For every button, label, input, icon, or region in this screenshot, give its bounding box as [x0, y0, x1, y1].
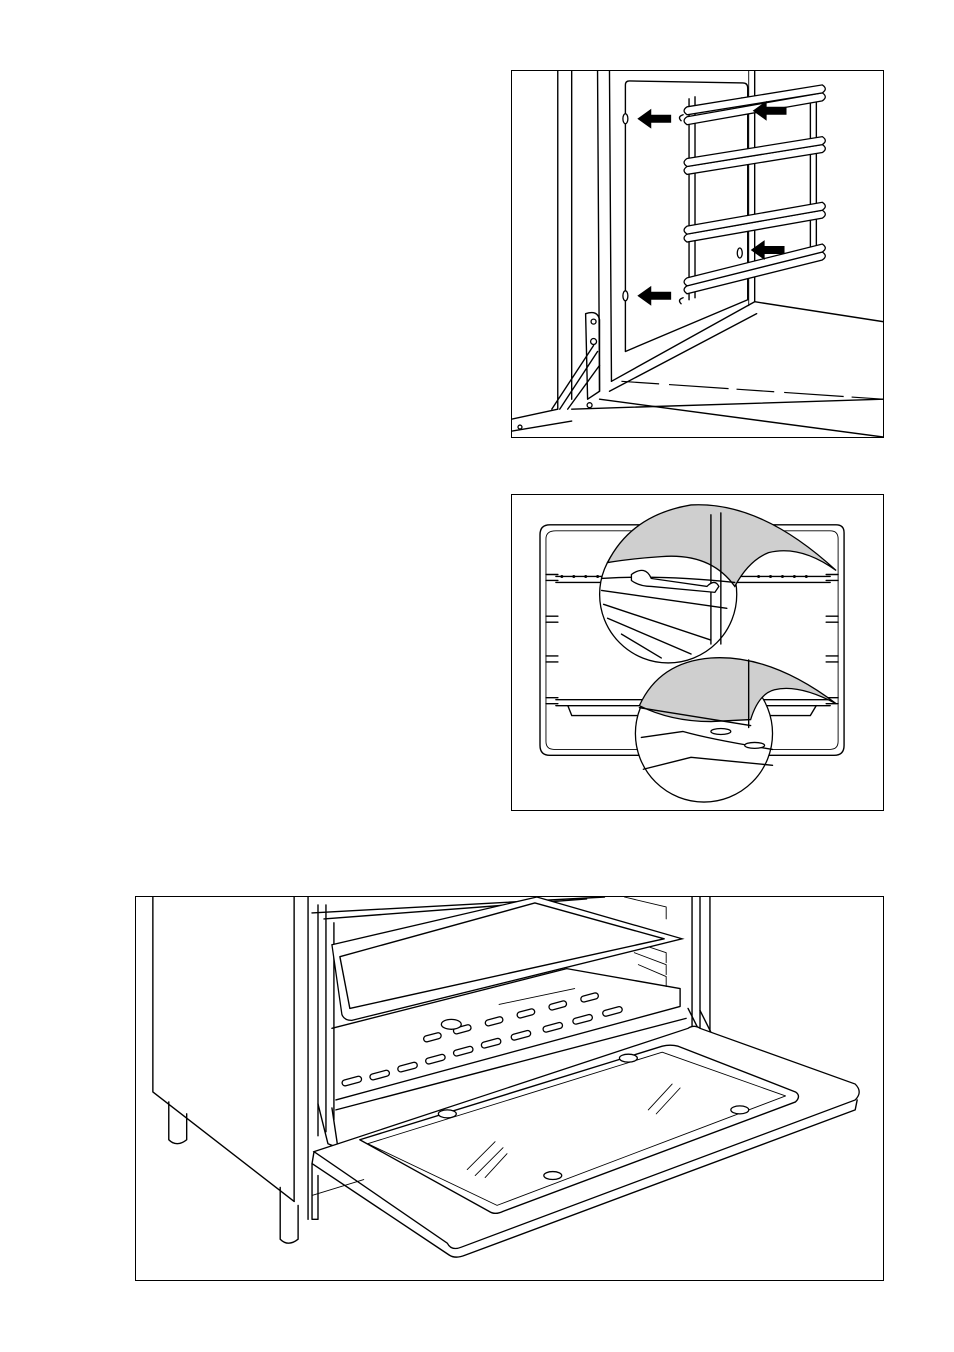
arrow-left-icon	[637, 286, 671, 306]
shelf-runner-positions-figure	[511, 494, 884, 811]
arrow-left-icon	[637, 109, 671, 129]
side-rail-with-arrows-illustration	[512, 71, 883, 437]
oven-door-open-figure	[135, 896, 884, 1281]
open-oven-door-illustration	[136, 897, 883, 1280]
side-rail-removal-figure	[511, 70, 884, 438]
shelf-runners-detail-illustration	[512, 495, 883, 810]
